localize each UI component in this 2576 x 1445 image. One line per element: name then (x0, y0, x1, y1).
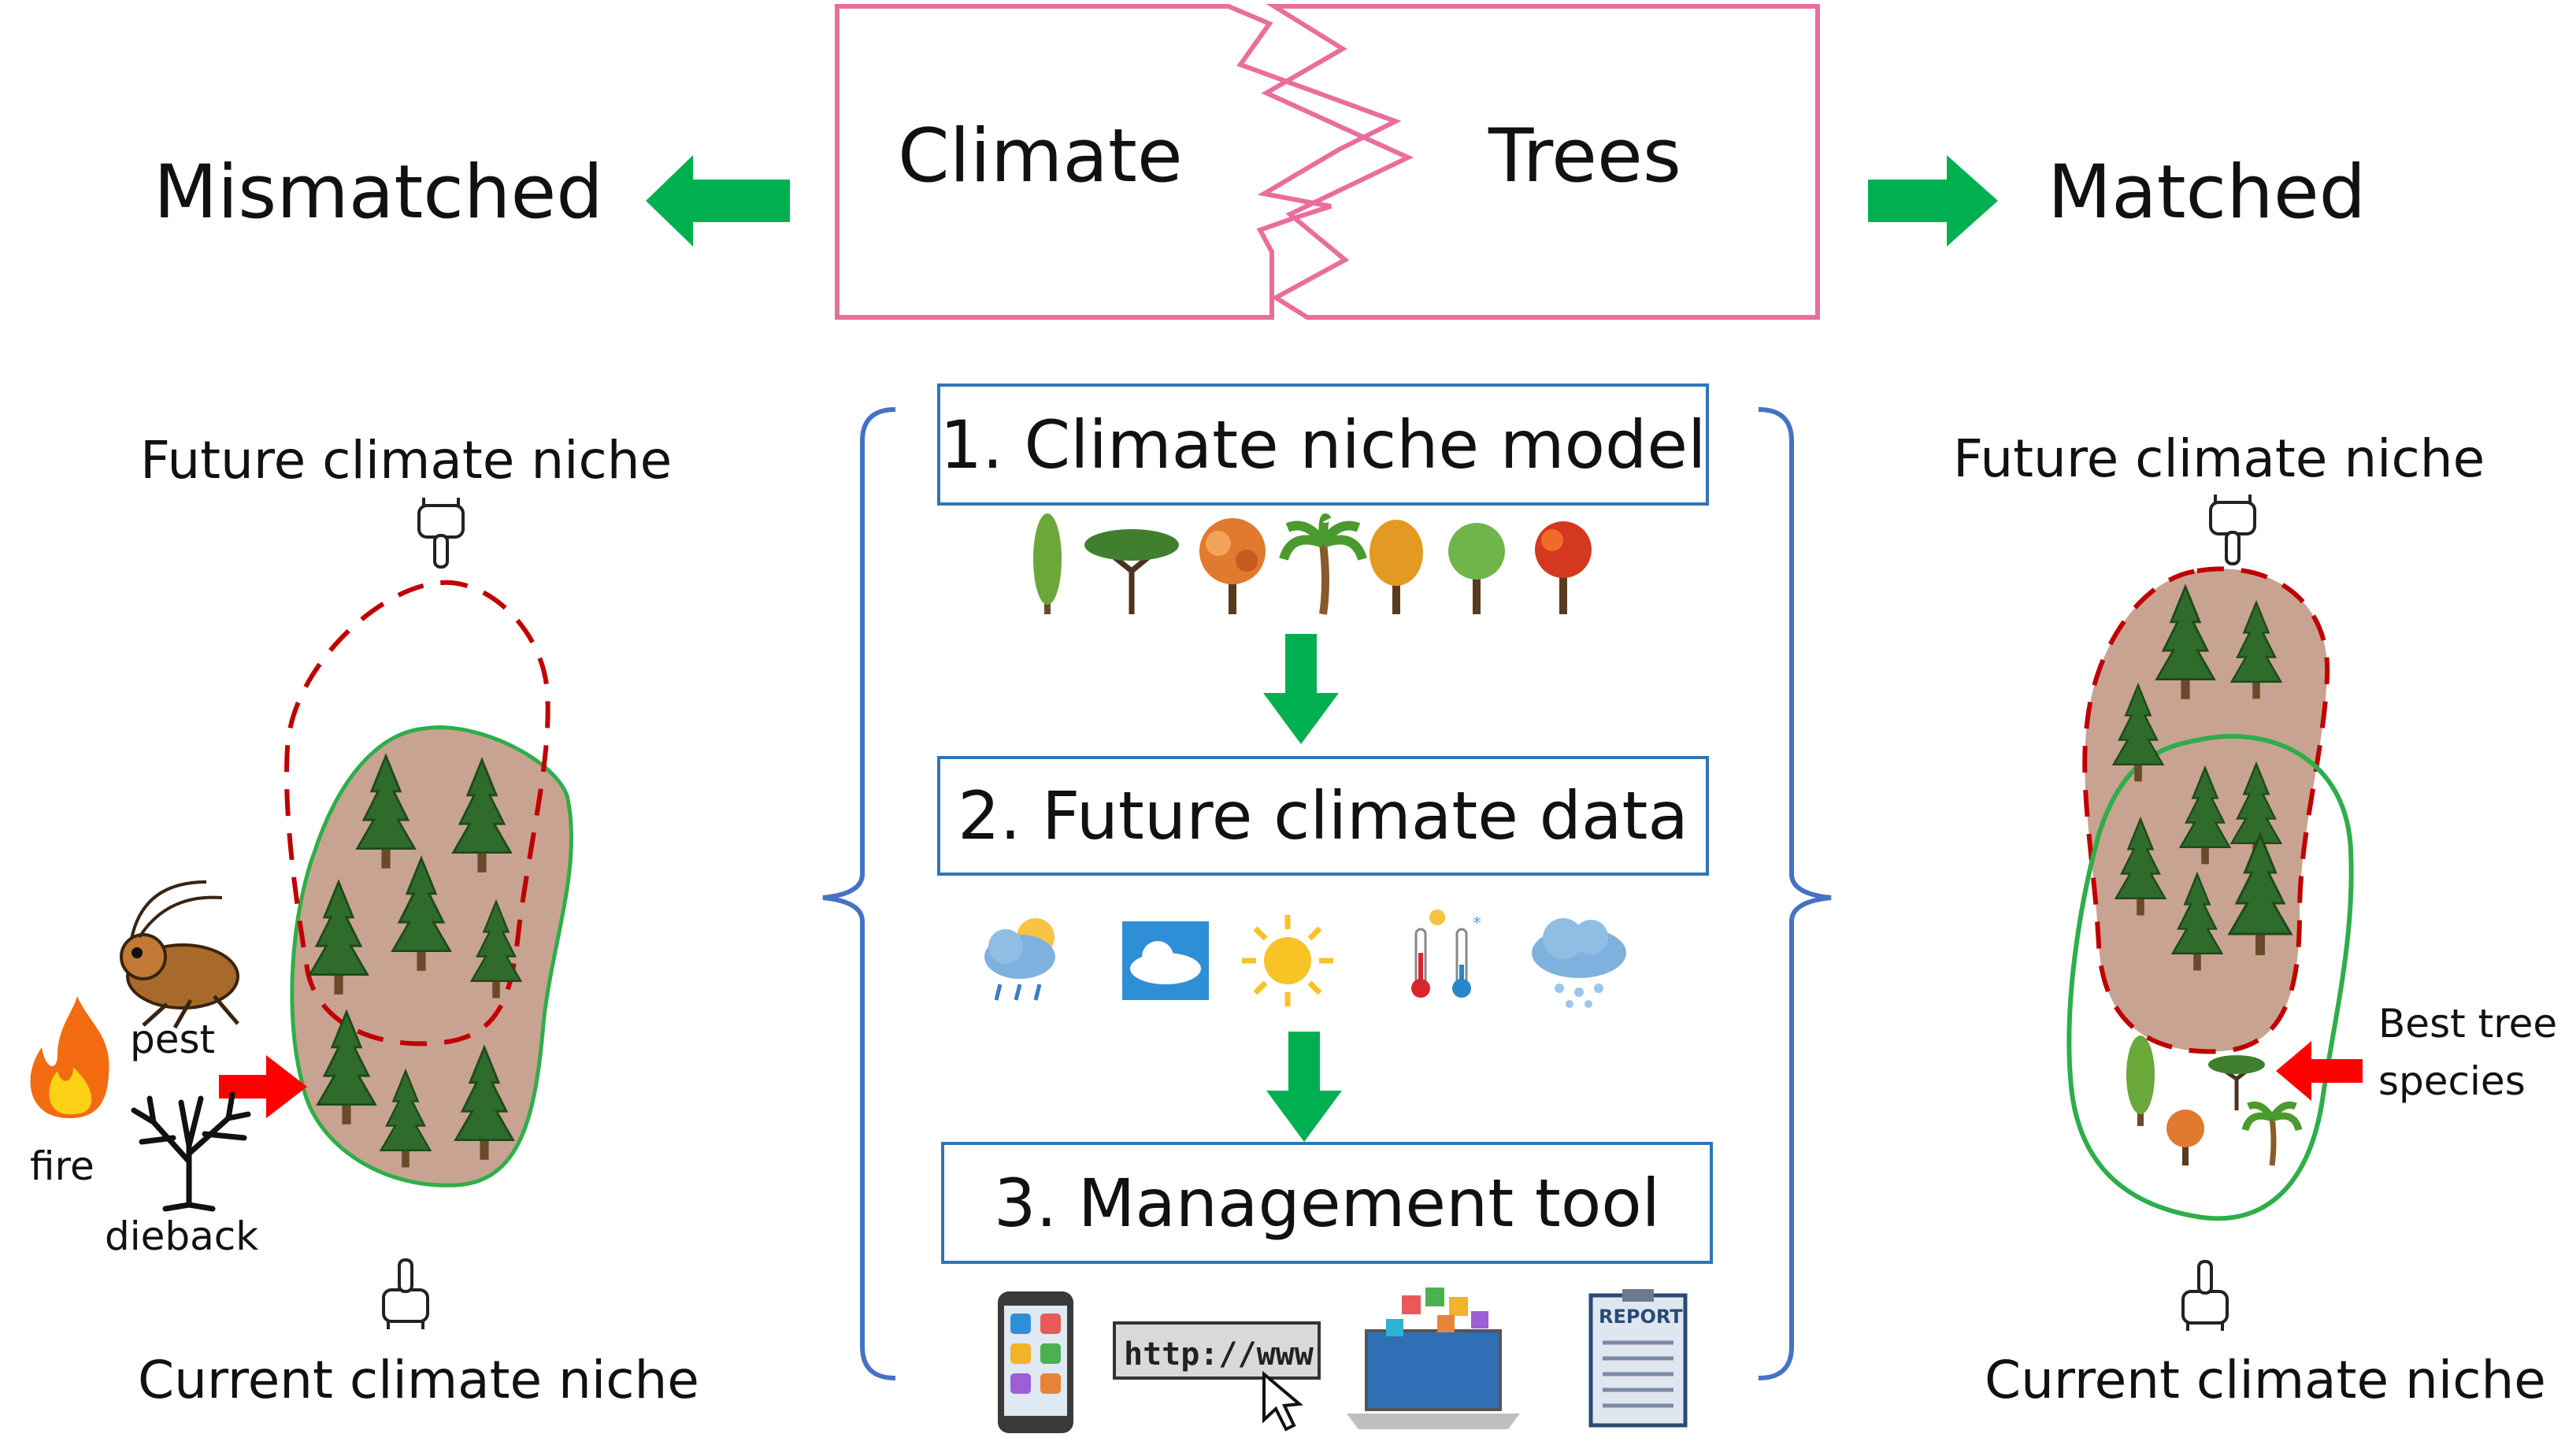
red-arrow-left (219, 1055, 307, 1118)
pointing-hand-up-icon-right (2181, 1260, 2229, 1331)
rain-cloud-icon (984, 918, 1055, 1001)
matched-label: Matched (2048, 150, 2367, 235)
dead-tree-icon (131, 1091, 251, 1212)
cricket-icon (120, 880, 239, 1029)
puzzle-climate-label: Climate (898, 113, 1183, 199)
puzzle-trees-label: Trees (1488, 113, 1681, 199)
acacia-tree-icon (1084, 529, 1179, 614)
puzzle-piece-climate (835, 4, 1402, 320)
smartphone-icon (998, 1291, 1073, 1433)
fire-icon (30, 996, 109, 1118)
cypress-tree-icon (1033, 513, 1062, 614)
autumn-tree-icon (1199, 518, 1266, 614)
svg-text:http://www: http://www (1124, 1336, 1314, 1373)
red-arrow-right (2276, 1041, 2363, 1101)
green-tree-icon (1448, 523, 1505, 614)
laptop-apps-icon (1347, 1288, 1520, 1429)
right-future-niche-label: Future climate niche (1953, 428, 2485, 489)
cloud-sky-icon (1122, 921, 1209, 1000)
step-2-box: 2. Future climate data (937, 756, 1709, 876)
right-bracket (1758, 407, 1832, 1380)
puzzle-piece-trees (1261, 4, 1820, 320)
mismatched-label: Mismatched (154, 150, 603, 235)
best-trees-group (2126, 1036, 2303, 1166)
left-future-niche-label: Future climate niche (140, 430, 673, 491)
arrow-right-matched (1868, 155, 1998, 246)
step-1-box: 1. Climate niche model (937, 383, 1709, 506)
pointing-hand-down-icon-right (2209, 495, 2256, 565)
dieback-label: dieback (105, 1213, 259, 1259)
right-current-niche-label: Current climate niche (1985, 1350, 2546, 1410)
best-tree-label-line1: Best tree (2378, 1001, 2558, 1047)
pointing-hand-up-icon (382, 1258, 429, 1329)
svg-text:*: * (1473, 914, 1481, 934)
step-3-box: 3. Management tool (941, 1142, 1713, 1264)
best-tree-label-line2: species (2378, 1058, 2526, 1104)
left-bracket (822, 407, 896, 1380)
pest-label: pest (130, 1017, 216, 1062)
left-current-niche-label: Current climate niche (138, 1350, 699, 1410)
arrow-down-1 (1263, 634, 1339, 744)
arrow-left-mismatched (646, 155, 790, 246)
thermometer-icon: * (1411, 910, 1481, 998)
web-url-icon: http://www (1113, 1321, 1321, 1432)
palm-tree-icon (1279, 513, 1367, 615)
pointing-hand-down-icon (417, 498, 465, 569)
report-icon: REPORT (1588, 1289, 1688, 1428)
svg-text:REPORT: REPORT (1599, 1306, 1683, 1328)
snow-cloud-icon (1532, 918, 1626, 1008)
sun-icon (1242, 915, 1333, 1006)
red-tree-icon (1535, 521, 1592, 614)
fire-label: fire (30, 1143, 95, 1189)
current-niche-right (2066, 734, 2354, 1221)
arrow-down-2 (1266, 1032, 1342, 1142)
orange-tree-icon (1370, 520, 1423, 614)
